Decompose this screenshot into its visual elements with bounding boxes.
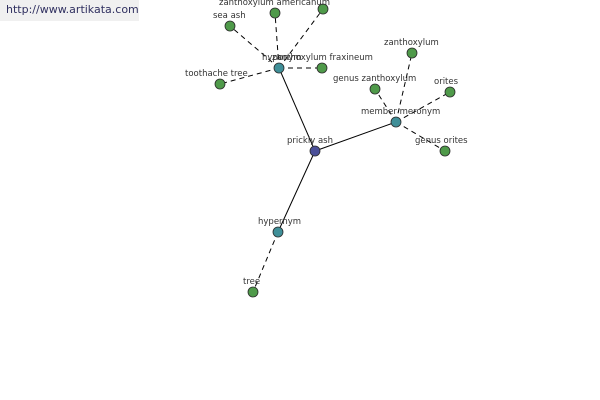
edge-hyponym-to-sea-ash bbox=[229, 25, 280, 69]
node-label-member-meronym: member meronym bbox=[361, 107, 440, 117]
edge-member-meronym-to-orites bbox=[395, 91, 451, 123]
node-genus-orites[interactable] bbox=[439, 145, 451, 157]
node-orites[interactable] bbox=[444, 86, 456, 98]
node-tree[interactable] bbox=[247, 286, 259, 298]
node-label-zanthoxylum-americanum: zanthoxylum americanum bbox=[219, 0, 330, 8]
node-layer bbox=[214, 3, 456, 298]
node-prickly-ash[interactable] bbox=[309, 145, 321, 157]
edge-layer bbox=[219, 8, 451, 293]
edge-hyponym-to-toothache-tree bbox=[219, 67, 280, 85]
node-zanthoxylum[interactable] bbox=[406, 47, 418, 59]
node-hypernym[interactable] bbox=[272, 226, 284, 238]
node-genus-zanthoxylum[interactable] bbox=[369, 83, 381, 95]
edge-hyponym-to-zanthoxylum-americanum bbox=[274, 12, 280, 69]
node-label-orites: orites bbox=[434, 77, 459, 87]
node-label-sea-ash: sea ash bbox=[213, 11, 246, 21]
label-layer: prickly ash hyponym member meronym hypernym… bbox=[185, 0, 468, 287]
node-zanthoxylum-americanum[interactable] bbox=[269, 7, 281, 19]
node-label-hyponym: hyponym bbox=[262, 53, 302, 63]
edge-prickly-ash-to-hypernym bbox=[277, 150, 316, 233]
node-label-toothache-tree: toothache tree bbox=[185, 69, 248, 79]
node-label-genus-zanthoxylum: genus zanthoxylum bbox=[333, 74, 416, 84]
node-label-prickly-ash: prickly ash bbox=[287, 136, 333, 146]
node-toothache-tree[interactable] bbox=[214, 78, 226, 90]
edge-member-meronym-to-genus-zanthoxylum bbox=[374, 88, 397, 123]
node-label-hypernym: hypernym bbox=[258, 217, 301, 227]
node-zanthoxylum-clipped[interactable] bbox=[317, 3, 329, 15]
node-label-tree: tree bbox=[243, 277, 260, 287]
node-hyponym[interactable] bbox=[273, 62, 285, 74]
node-label-zanthoxylum-fraxineum: zanthoxylum fraxineum bbox=[272, 53, 373, 63]
node-sea-ash[interactable] bbox=[224, 20, 236, 32]
edge-prickly-ash-to-member-meronym bbox=[314, 121, 397, 152]
edge-hyponym-to-zanthoxylum-clipped bbox=[278, 8, 324, 69]
edge-hypernym-to-tree bbox=[252, 231, 279, 293]
node-member-meronym[interactable] bbox=[390, 116, 402, 128]
edge-member-meronym-to-genus-orites bbox=[395, 121, 446, 152]
node-label-genus-orites: genus orites bbox=[415, 136, 468, 146]
watermark-url: http://www.artikata.com bbox=[0, 0, 139, 21]
node-label-zanthoxylum: zanthoxylum bbox=[384, 38, 439, 48]
edge-member-meronym-to-zanthoxylum bbox=[395, 52, 413, 123]
edge-prickly-ash-to-hyponym bbox=[278, 67, 316, 152]
node-zanthoxylum-fraxineum[interactable] bbox=[316, 62, 328, 74]
